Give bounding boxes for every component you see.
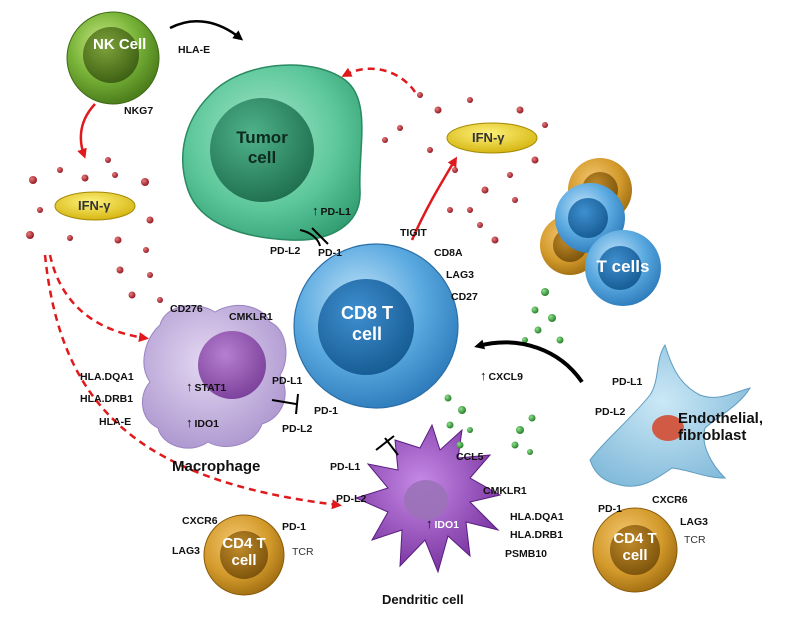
up-arrow-icon: ↑ xyxy=(426,516,433,531)
label-tigit: TIGIT xyxy=(400,227,427,239)
ifng-right-label: IFN-γ xyxy=(472,130,505,145)
t-cells-label: T cells xyxy=(596,257,650,276)
label-pd-1-mac: PD-1 xyxy=(314,405,338,417)
label-ccl5: CCL5 xyxy=(456,451,484,463)
label-ido1-dc: ↑IDO1 xyxy=(426,516,460,531)
label-lag3-right: LAG3 xyxy=(680,516,709,528)
arrow-nk-to-tumor xyxy=(169,20,244,41)
label-tcr-right: TCR xyxy=(684,534,706,546)
tumor-nucleus xyxy=(210,98,314,202)
label-cxcr6-left: CXCR6 xyxy=(182,515,218,527)
arrow-ifng-to-macrophage xyxy=(48,254,149,343)
cd4-t-cell-left xyxy=(203,514,285,596)
arrow-cd8-to-ifng xyxy=(410,156,458,241)
ifng-left-label: IFN-γ xyxy=(78,198,111,213)
macrophage-nucleus xyxy=(198,331,266,399)
cd4-right-label: CD4 T cell xyxy=(613,530,657,565)
label-pd-l2-dc: PD-L2 xyxy=(336,493,367,505)
label-cmklr1-mac: CMKLR1 xyxy=(229,311,273,323)
label-pd-l2-mac: PD-L2 xyxy=(282,423,313,435)
cd4-t-cell-right xyxy=(592,507,678,593)
endothelial-label: Endothelial, fibroblast xyxy=(678,410,764,445)
cd4-left-label: CD4 T cell xyxy=(222,535,266,570)
macrophage-cell xyxy=(142,304,287,449)
label-pd-1-right: PD-1 xyxy=(598,503,622,515)
label-pd-l1-endo: PD-L1 xyxy=(612,376,643,388)
label-ido1-mac: ↑IDO1 xyxy=(186,415,220,430)
arrow-cxcl9-to-cd8 xyxy=(474,339,584,384)
label-hla-dqa1-dc: HLA.DQA1 xyxy=(510,511,564,523)
tumor-cell-label: Tumor cell xyxy=(236,128,288,167)
ifn-gamma-left xyxy=(54,191,136,221)
label-cxcl9: ↑CXCL9 xyxy=(480,368,523,383)
tumor-cell xyxy=(182,64,363,241)
label-hla-drb1-mac: HLA.DRB1 xyxy=(80,393,134,405)
label-cd8a: CD8A xyxy=(434,247,463,259)
cytokine-dots-left xyxy=(26,157,163,303)
inhibit-macrophage xyxy=(271,393,299,415)
label-pd-l1-tumor: ↑PD-L1 xyxy=(312,203,351,218)
label-pd-l2-tumor: PD-L2 xyxy=(270,245,301,257)
label-cd276: CD276 xyxy=(170,303,203,315)
label-hla-e-nk: HLA-E xyxy=(178,44,211,56)
label-cxcr6-right: CXCR6 xyxy=(652,494,688,506)
cytokine-dots-right xyxy=(382,92,548,244)
label-tcr-left: TCR xyxy=(292,546,314,558)
label-pd-l1-dc: PD-L1 xyxy=(330,461,361,473)
nk-nucleus xyxy=(83,27,139,83)
up-arrow-icon: ↑ xyxy=(186,415,193,430)
dendritic-nucleus xyxy=(404,480,448,520)
cd8-cell-label: CD8 T cell xyxy=(340,303,393,344)
arrow-nk-to-ifng xyxy=(77,103,96,159)
label-psmb10: PSMB10 xyxy=(505,548,548,560)
dendritic-cell xyxy=(354,423,502,574)
label-pd-1-tumor: PD-1 xyxy=(318,247,342,259)
label-hla-dqa1-mac: HLA.DQA1 xyxy=(80,371,134,383)
dendritic-label: Dendritic cell xyxy=(382,592,464,607)
t-cells-cluster xyxy=(540,158,661,306)
label-nkg7: NKG7 xyxy=(124,105,154,117)
up-arrow-icon: ↑ xyxy=(312,203,319,218)
label-hla-e-mac: HLA-E xyxy=(99,416,132,428)
label-lag3-left: LAG3 xyxy=(172,545,201,557)
label-cd27: CD27 xyxy=(451,291,478,303)
label-stat1: ↑STAT1 xyxy=(186,379,227,394)
label-pd-l2-endo: PD-L2 xyxy=(595,406,626,418)
chemokine-dots xyxy=(444,288,564,455)
inhibit-dendritic xyxy=(375,435,399,456)
label-pd-l1-mac: PD-L1 xyxy=(272,375,303,387)
label-pd-1-left: PD-1 xyxy=(282,521,306,533)
endothelial-nucleus xyxy=(652,415,684,441)
arrow-ifng-to-tumor xyxy=(341,67,417,93)
label-hla-drb1-dc: HLA.DRB1 xyxy=(510,529,564,541)
cd8-nucleus xyxy=(318,279,414,375)
up-arrow-icon: ↑ xyxy=(186,379,193,394)
ifn-gamma-right xyxy=(446,122,538,154)
cd8-t-cell xyxy=(293,243,459,409)
nk-cell-label: NK Cell xyxy=(93,36,147,53)
label-lag3-cd8: LAG3 xyxy=(446,269,475,281)
label-cmklr1-dc: CMKLR1 xyxy=(483,485,527,497)
inhibit-tumor xyxy=(299,227,329,247)
endothelial-cell xyxy=(589,343,752,487)
nk-cell xyxy=(66,11,160,105)
up-arrow-icon: ↑ xyxy=(480,368,487,383)
macrophage-label: Macrophage xyxy=(172,458,261,475)
